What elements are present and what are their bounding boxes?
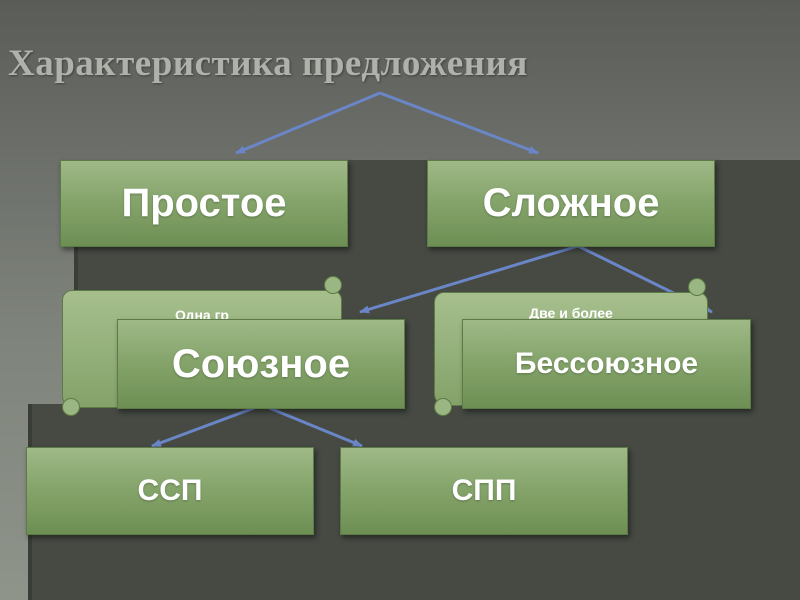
diagram-title: Характеристика предложения [8,43,528,84]
node-complex: Сложное [427,160,715,247]
arrow-conjunctive-to-spp [261,403,363,448]
node-conjunctive: Союзное [117,319,405,409]
node-spp: СПП [340,447,628,535]
node-nonconjunctive: Бессоюзное [462,319,751,409]
arrow-conjunctive-to-ssp [151,403,263,448]
scroll-complex-text: Две и более [529,305,613,321]
panel-divider [74,160,78,406]
scroll-curl-icon [324,276,342,294]
node-ssp: ССП [26,447,314,535]
scroll-curl-icon [62,398,80,416]
node-simple: Простое [60,160,348,247]
scroll-curl-icon [434,398,452,416]
arrow-complex-to-conjunctive [359,244,579,314]
scroll-curl-icon [688,278,706,296]
arrow-title-to-complex [379,91,539,155]
arrow-title-to-simple [235,91,381,155]
